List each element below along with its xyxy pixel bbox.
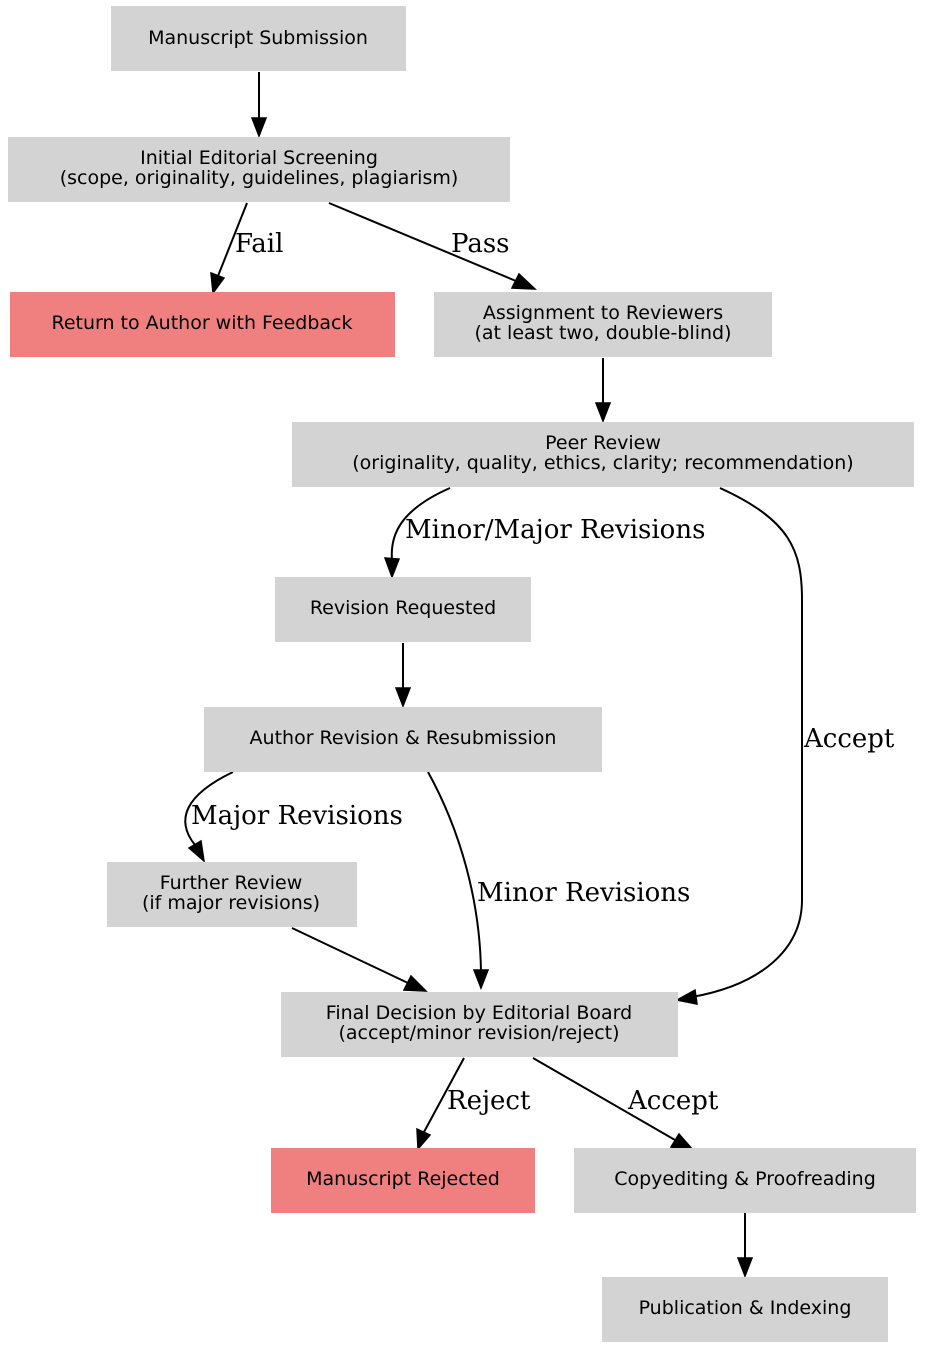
arrowhead-icon [394,687,412,709]
arrowhead-icon [510,272,537,290]
node-label: Further Review [160,872,303,894]
edge-further-final [291,927,409,984]
node-label: Peer Review [545,432,661,454]
node-author-revision: Author Revision & Resubmission [204,707,602,772]
edge-final-copyediting [532,1057,676,1141]
node-label: Revision Requested [310,597,496,619]
node-return-to-author: Return to Author with Feedback [10,292,395,357]
node-peer-review: Peer Review (originality, quality, ethic… [292,422,914,487]
edge-label-minor-revisions: Minor Revisions [477,878,690,908]
node-sublabel: (if major revisions) [142,892,320,914]
node-sublabel: (at least two, double-blind) [475,322,732,344]
node-final-decision: Final Decision by Editorial Board (accep… [281,992,678,1057]
node-revision-requested: Revision Requested [275,577,531,642]
edge-label-pass: Pass [451,229,510,259]
node-sublabel: (accept/minor revision/reject) [338,1022,619,1044]
edge-label-minor-major: Minor/Major Revisions [405,515,705,545]
node-assignment-reviewers: Assignment to Reviewers (at least two, d… [434,292,772,357]
node-label: Publication & Indexing [639,1297,852,1319]
node-further-review: Further Review (if major revisions) [107,862,357,927]
arrowhead-icon [416,1127,432,1151]
edge-peer-final-accept [691,487,803,998]
arrowhead-icon [674,988,698,1005]
node-publication: Publication & Indexing [602,1277,888,1342]
edge-screening-assignment [328,202,517,282]
arrowhead-icon [383,557,401,580]
node-label: Return to Author with Feedback [51,312,352,334]
arrowhead-icon [472,969,490,991]
arrowhead-icon [736,1257,754,1279]
node-manuscript-rejected: Manuscript Rejected [271,1148,535,1213]
arrowhead-icon [594,402,612,424]
edge-label-accept-peer: Accept [803,724,895,754]
edge-label-major-revisions: Major Revisions [191,801,403,831]
node-initial-screening: Initial Editorial Screening (scope, orig… [8,137,510,202]
edge-peer-revision [390,487,451,561]
arrowhead-icon [402,974,428,992]
node-copyediting: Copyediting & Proofreading [574,1148,916,1213]
node-label: Copyediting & Proofreading [614,1168,876,1190]
edge-label-reject: Reject [447,1086,531,1116]
arrowhead-icon [669,1132,695,1152]
edge-label-accept-final: Accept [627,1086,719,1116]
arrowhead-icon [210,271,226,296]
node-label: Author Revision & Resubmission [250,727,557,749]
edge-labels: Fail Pass Minor/Major Revisions Accept M… [191,229,895,1116]
node-sublabel: (scope, originality, guidelines, plagiar… [60,167,459,189]
node-sublabel: (originality, quality, ethics, clarity; … [352,452,853,474]
arrowhead-icon [187,839,206,863]
arrowhead-icon [250,117,268,139]
edge-final-rejected [423,1057,465,1133]
node-label: Assignment to Reviewers [483,302,723,324]
node-label: Initial Editorial Screening [140,147,378,169]
edges [184,72,803,1279]
node-manuscript-submission: Manuscript Submission [111,6,406,71]
node-label: Manuscript Submission [148,27,368,49]
node-label: Manuscript Rejected [306,1168,500,1190]
edge-screening-return [217,202,248,277]
edge-author-further [184,771,234,846]
edge-label-fail: Fail [235,229,283,259]
node-label: Final Decision by Editorial Board [326,1002,632,1024]
edge-author-final [427,771,482,973]
